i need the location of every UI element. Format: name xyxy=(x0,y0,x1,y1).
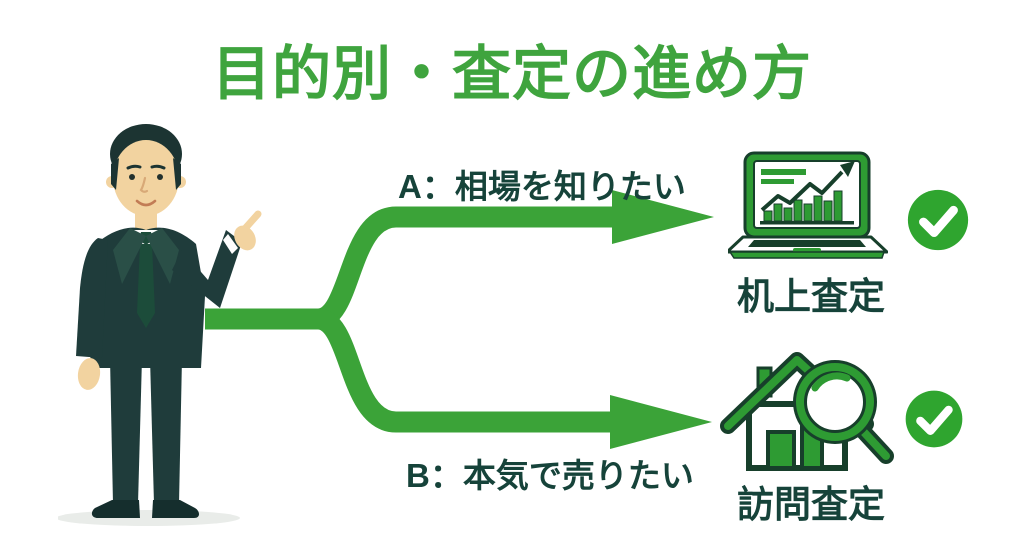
check-circle-icon-b xyxy=(905,390,963,448)
laptop-chart-icon xyxy=(728,151,888,259)
branch-b-label: B：本気で売りたい xyxy=(406,457,694,494)
visit-appraisal-label: 訪問査定 xyxy=(737,484,885,525)
arrow-a xyxy=(205,190,714,330)
check-circle-icon-a xyxy=(907,189,969,251)
page-title: 目的別・査定の進め方 xyxy=(211,41,812,107)
branch-a-label: A：相場を知りたい xyxy=(398,168,686,205)
desk-appraisal-label: 机上査定 xyxy=(737,276,885,317)
house-magnifier-icon xyxy=(720,352,894,471)
businessman-illustration xyxy=(58,124,262,526)
arrow-b xyxy=(205,308,712,449)
